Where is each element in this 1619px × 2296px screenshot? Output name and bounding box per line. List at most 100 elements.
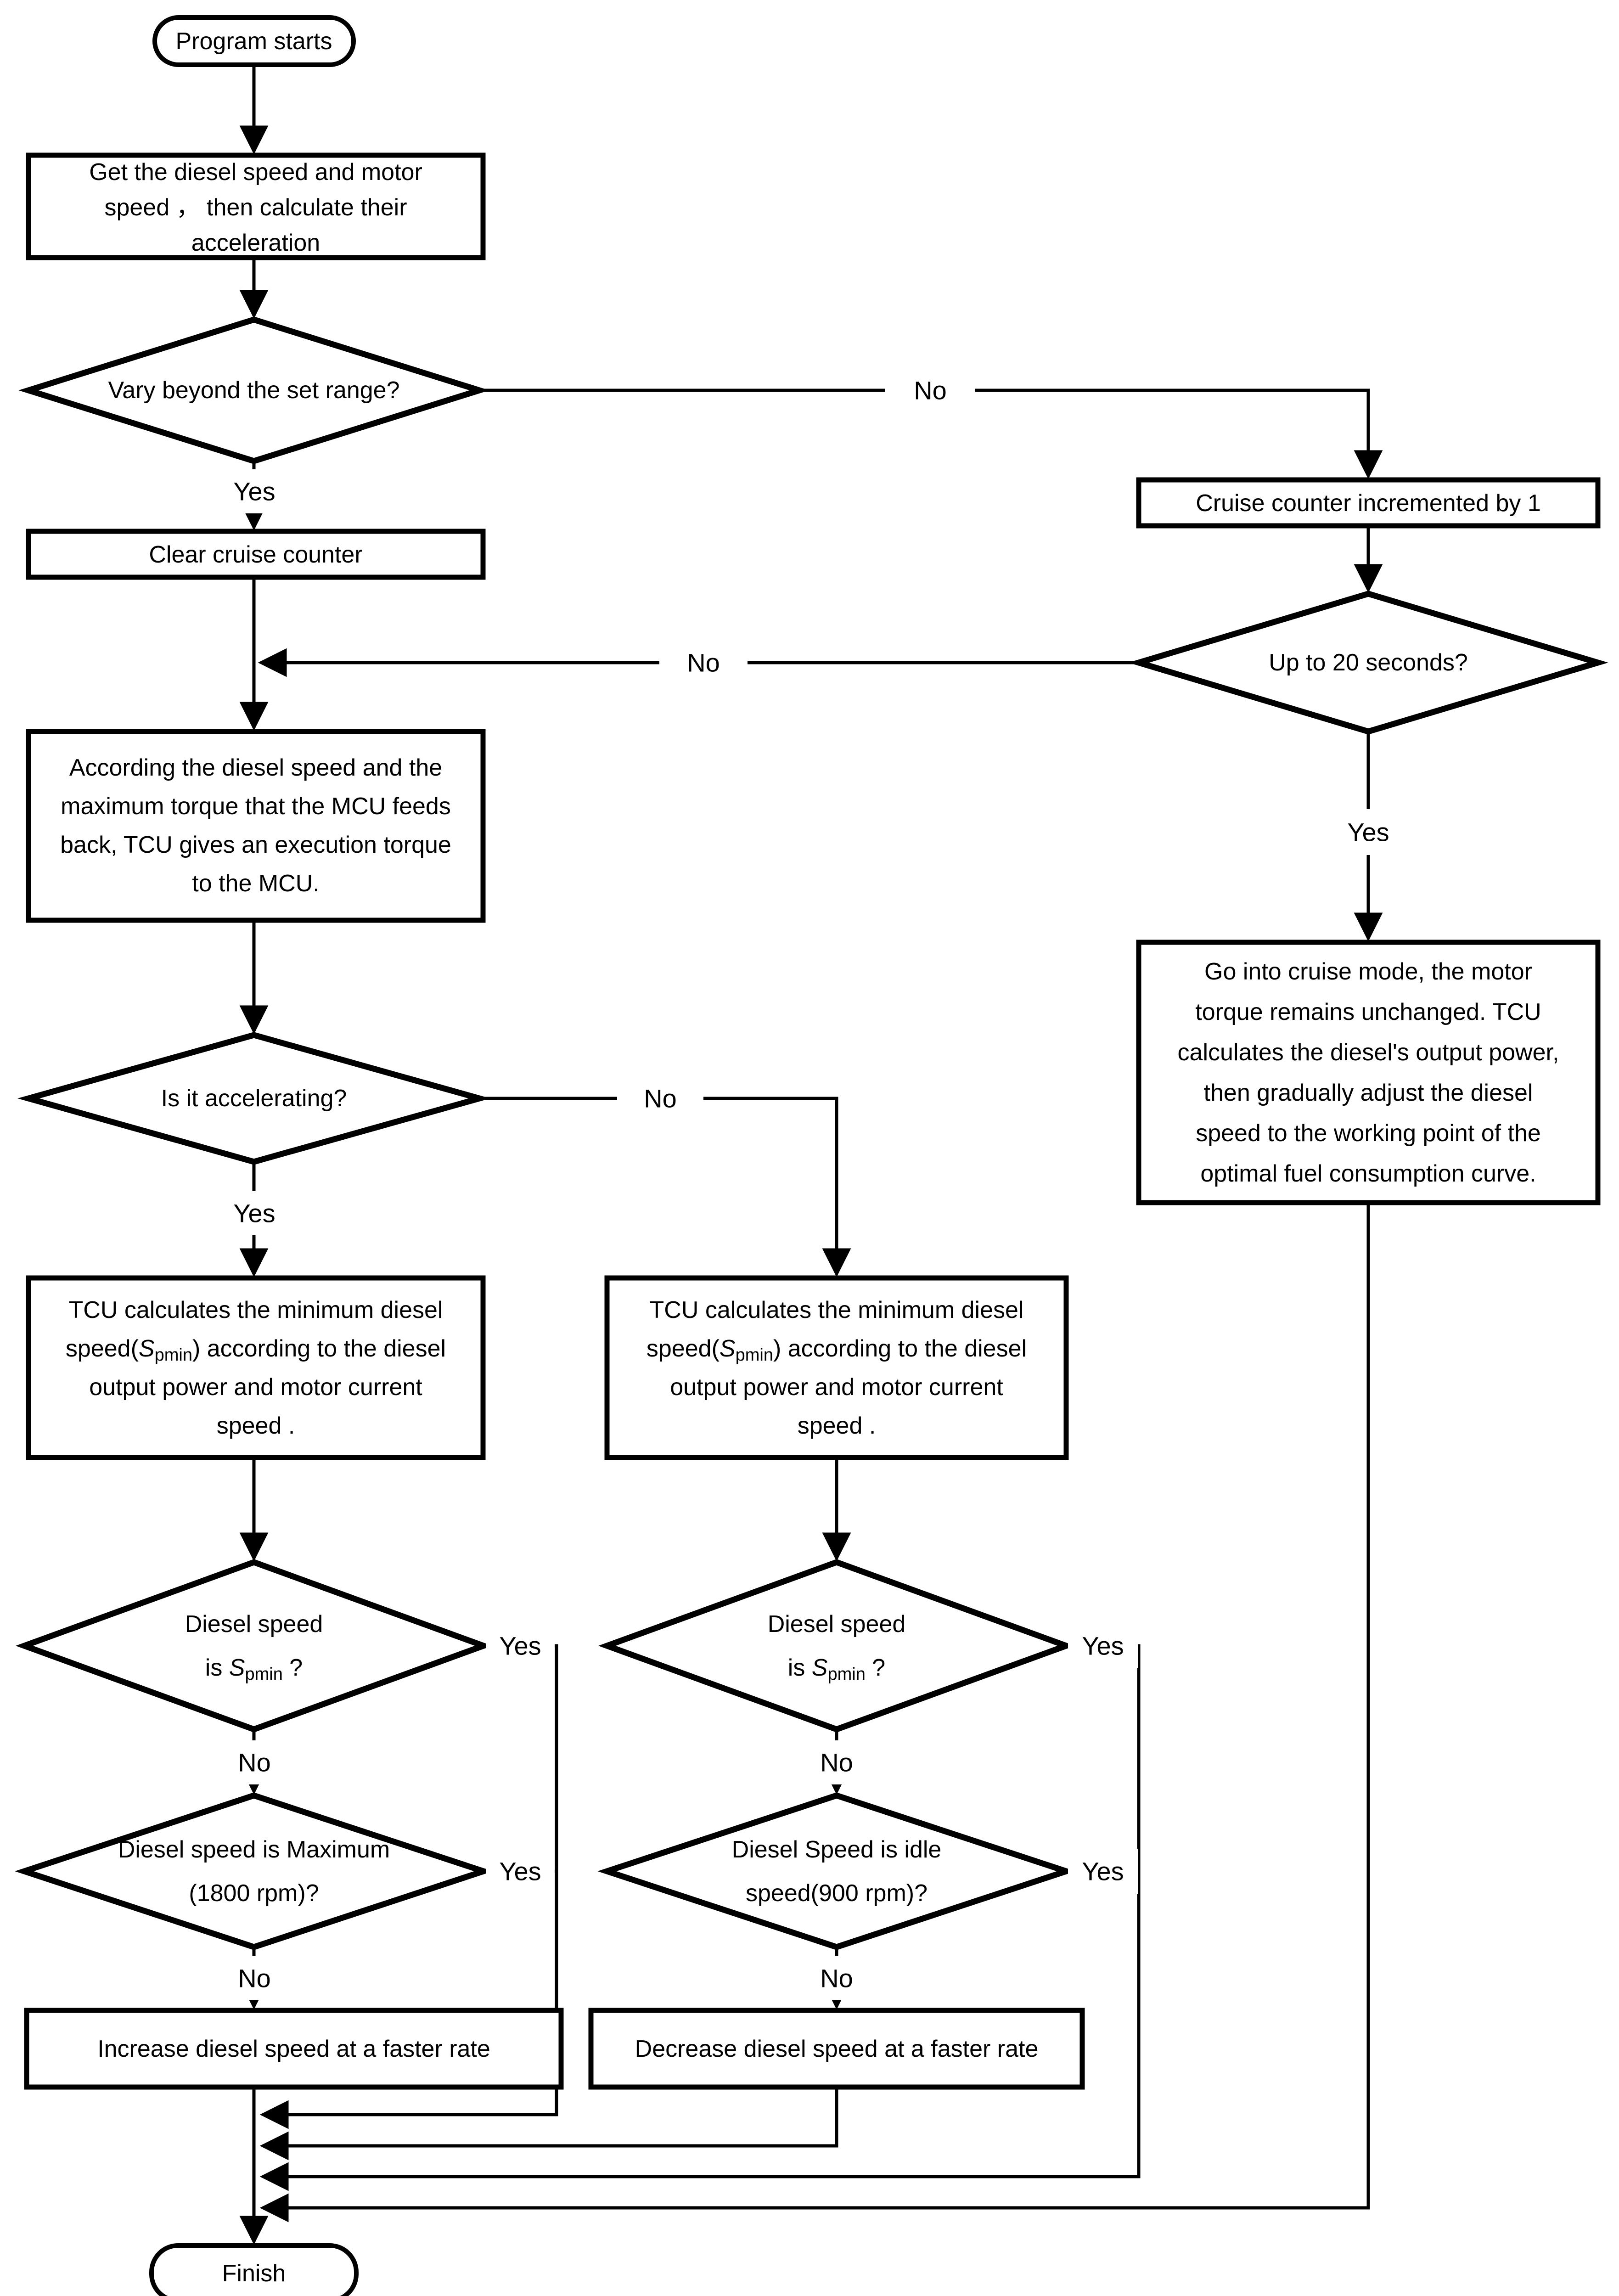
clear-label: Clear cruise counter — [149, 541, 362, 568]
tcu-left-line: TCU calculates the minimum diesel — [69, 1297, 443, 1323]
clear-node — [26, 529, 486, 580]
dspmin-right-line: is Spmin ? — [788, 1654, 885, 1684]
edge-accelerating-no-to-tcuR — [479, 1097, 851, 1277]
upto20-decision — [1128, 591, 1608, 735]
accelerating-no-label: No — [644, 1084, 677, 1113]
cruise-mode-line: speed to the working point of the — [1196, 1120, 1541, 1147]
label-bg — [802, 1740, 871, 1784]
dspmin-left-no-label: No — [238, 1748, 271, 1777]
cruise-mode-line: torque remains unchanged. TCU — [1195, 999, 1541, 1025]
dspmin-right-line: Diesel speed — [768, 1611, 906, 1638]
increase-label: Increase diesel speed at a faster rate — [97, 2036, 490, 2062]
dspmin-right-line2-sub: pmin — [827, 1665, 865, 1684]
didle-line: speed(900 rpm)? — [746, 1880, 928, 1907]
tcu-left-line: output power and motor current — [89, 1374, 422, 1401]
cruise-increment-label: Cruise counter incremented by 1 — [1196, 490, 1541, 517]
decrease-label: Decrease diesel speed at a faster rate — [635, 2036, 1039, 2062]
tcu-right-line: speed . — [798, 1412, 876, 1439]
dspmin-right-line2-pre: is — [788, 1654, 812, 1681]
tcu-right-line: TCU calculates the minimum diesel — [650, 1297, 1024, 1323]
edge-decrease-to-merge — [259, 2087, 838, 2161]
tcu-right-line2-pre: speed( — [646, 1335, 720, 1362]
tcu-left-line2-pre: speed( — [66, 1335, 139, 1362]
dspmin-right-yes-label: Yes — [1082, 1632, 1124, 1660]
dmax-yes-label: Yes — [499, 1857, 541, 1886]
edge-dspminR-yes-to-merge — [259, 1644, 1141, 2191]
edge-labels: Yes No No Yes Yes No Yes No Yes No Yes N… — [219, 367, 1409, 2000]
dspmin-left-line2-pre: is — [205, 1654, 229, 1681]
dspmin-right-decision — [598, 1559, 1075, 1733]
upto20-no-label: No — [687, 648, 720, 677]
dspmin-right-no-label: No — [820, 1748, 853, 1777]
acquire-line: acceleration — [191, 230, 320, 256]
vary-no-label: No — [914, 376, 947, 405]
label-bg — [1068, 1849, 1138, 1894]
acquire-line: speed ， then calculate their — [104, 194, 407, 221]
increase-node — [24, 2008, 564, 2090]
edge-cruisemode-to-merge — [259, 1203, 1370, 2223]
label-bg — [1068, 1623, 1138, 1668]
nodes: Program starts Get the diesel speed and … — [15, 15, 1608, 2296]
start-node — [152, 15, 356, 67]
cruise-mode-line: calculates the diesel's output power, — [1178, 1039, 1559, 1066]
dspmin-left-line2-sub: pmin — [245, 1665, 282, 1684]
label-bg — [802, 1956, 871, 2000]
cruise-mode-node — [1136, 940, 1601, 1205]
label-bg — [885, 367, 975, 413]
tcu-left-line: speed . — [217, 1412, 295, 1439]
didle-no-label: No — [820, 1964, 853, 1993]
torque-line: back, TCU gives an execution torque — [60, 832, 451, 858]
finish-label: Finish — [222, 2260, 286, 2287]
vary-label: Vary beyond the set range? — [108, 377, 399, 404]
tcu-right-line2-post: ) according to the diesel — [773, 1335, 1027, 1362]
label-bg — [1328, 809, 1409, 855]
dspmin-left-decision — [15, 1559, 493, 1733]
torque-line: to the MCU. — [192, 870, 319, 897]
tcu-left-node — [26, 1275, 486, 1460]
cruise-increment-node — [1136, 477, 1601, 529]
tcu-left-line2-s: S — [139, 1335, 155, 1362]
dspmin-left-line: is Spmin ? — [205, 1654, 303, 1684]
dspmin-right-line2-post: ? — [866, 1654, 885, 1681]
dspmin-left-line: Diesel speed — [185, 1611, 323, 1638]
tcu-left-line2-post: ) according to the diesel — [192, 1335, 446, 1362]
acquire-line: Get the diesel speed and motor — [89, 159, 422, 186]
accelerating-label: Is it accelerating? — [161, 1085, 347, 1112]
label-bg — [219, 1191, 289, 1235]
tcu-left-line: speed(Spmin) according to the diesel — [66, 1335, 446, 1365]
cruise-mode-line: Go into cruise mode, the motor — [1204, 958, 1532, 985]
dmax-line: Diesel speed is Maximum — [118, 1836, 390, 1863]
label-bg — [219, 469, 289, 513]
dmax-line: (1800 rpm)? — [189, 1880, 319, 1907]
tcu-left-line2-sub: pmin — [155, 1345, 192, 1365]
tcu-right-line2-s: S — [720, 1335, 736, 1362]
dspmin-left-yes-label: Yes — [499, 1632, 541, 1660]
cruise-mode-line: then gradually adjust the diesel — [1204, 1080, 1533, 1106]
accelerating-yes-label: Yes — [233, 1199, 275, 1228]
label-bg — [486, 1849, 555, 1894]
label-bg — [219, 1956, 289, 2000]
tcu-right-line: speed(Spmin) according to the diesel — [646, 1335, 1027, 1365]
decrease-node — [588, 2008, 1085, 2090]
upto20-yes-label: Yes — [1347, 818, 1389, 847]
dspmin-left-line2-s: S — [229, 1654, 245, 1681]
vary-decision — [18, 316, 489, 464]
dspmin-left-line2-post: ? — [283, 1654, 303, 1681]
start-label: Program starts — [176, 28, 332, 55]
torque-line: maximum torque that the MCU feeds — [61, 793, 451, 820]
tcu-right-line: output power and motor current — [670, 1374, 1003, 1401]
torque-line: According the diesel speed and the — [69, 754, 442, 781]
tcu-right-node — [604, 1275, 1069, 1460]
label-bg — [486, 1623, 555, 1668]
cruise-mode-line: optimal fuel consumption curve. — [1200, 1160, 1536, 1187]
dmax-decision — [15, 1792, 493, 1950]
accelerating-decision — [17, 1032, 491, 1165]
didle-decision — [597, 1792, 1076, 1950]
didle-line: Diesel Speed is idle — [732, 1836, 942, 1863]
label-bg — [219, 1740, 289, 1784]
edge-vary-no-to-cruiseinc — [479, 388, 1383, 479]
torque-node — [26, 729, 486, 923]
label-bg — [659, 640, 748, 685]
vary-yes-label: Yes — [233, 477, 275, 506]
